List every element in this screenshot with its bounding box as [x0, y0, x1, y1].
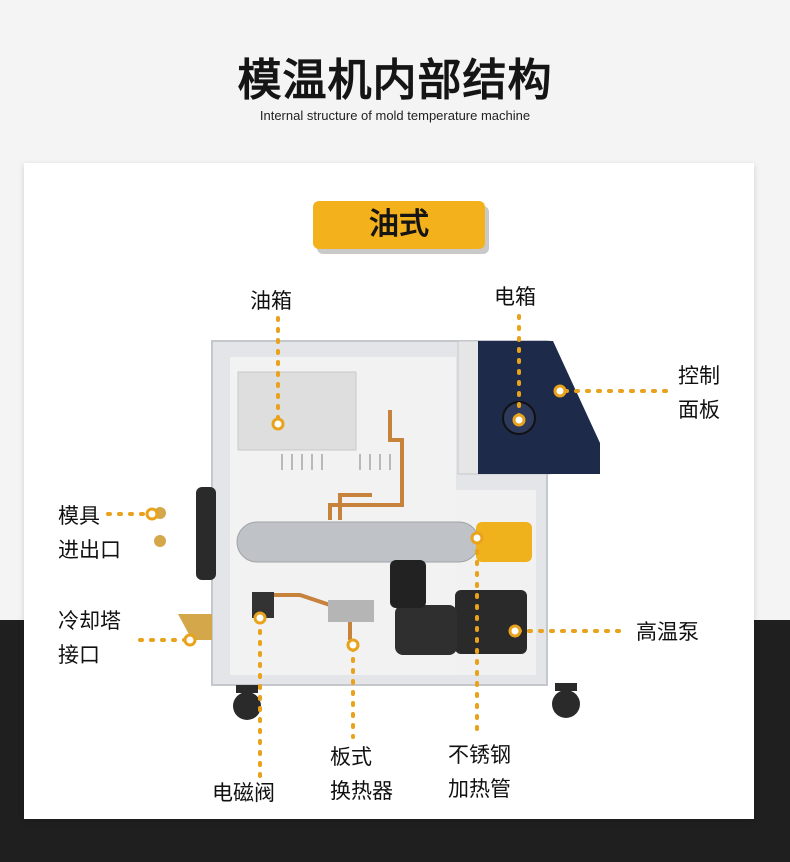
- label-electric-box: 电箱: [494, 285, 536, 309]
- label-solenoid-valve: 电磁阀: [212, 781, 275, 805]
- label-heater-1: 不锈钢: [448, 743, 511, 767]
- label-mold-inlet-1: 模具: [58, 504, 100, 528]
- mold-valve-2: [154, 535, 166, 547]
- oil-tank-shape: [237, 371, 357, 451]
- vent-grill: [281, 454, 391, 470]
- label-oil-tank: 油箱: [250, 289, 292, 313]
- label-control-panel-1: 控制: [678, 364, 720, 388]
- heater-tube-shape: [236, 521, 480, 563]
- label-heater-2: 加热管: [448, 777, 511, 801]
- filter-body: [390, 560, 426, 608]
- pump-head: [395, 605, 457, 655]
- plate-exchanger-body: [328, 600, 374, 622]
- label-plate-exchanger-2: 换热器: [330, 779, 393, 803]
- left-manifold: [196, 487, 216, 580]
- label-cooling-tower-2: 接口: [58, 643, 100, 667]
- callout-lines: [106, 314, 670, 780]
- page-title: 模温机内部结构: [237, 55, 553, 106]
- control-panel-shape: [478, 341, 600, 474]
- heater-end-cap: [476, 522, 532, 562]
- page-subtitle: Internal structure of mold temperature m…: [259, 108, 531, 123]
- cooling-valve: [178, 614, 212, 640]
- solenoid-body: [252, 592, 274, 618]
- label-plate-exchanger-1: 板式: [330, 745, 372, 769]
- callout-points: [145, 384, 567, 652]
- type-badge: 油式: [313, 201, 485, 249]
- pump-body: [455, 590, 527, 654]
- label-mold-inlet-2: 进出口: [58, 538, 121, 562]
- label-cooling-tower-1: 冷却塔: [58, 609, 121, 633]
- label-high-temp-pump: 高温泵: [636, 620, 699, 644]
- casters: [233, 683, 580, 720]
- label-control-panel-2: 面板: [678, 398, 720, 422]
